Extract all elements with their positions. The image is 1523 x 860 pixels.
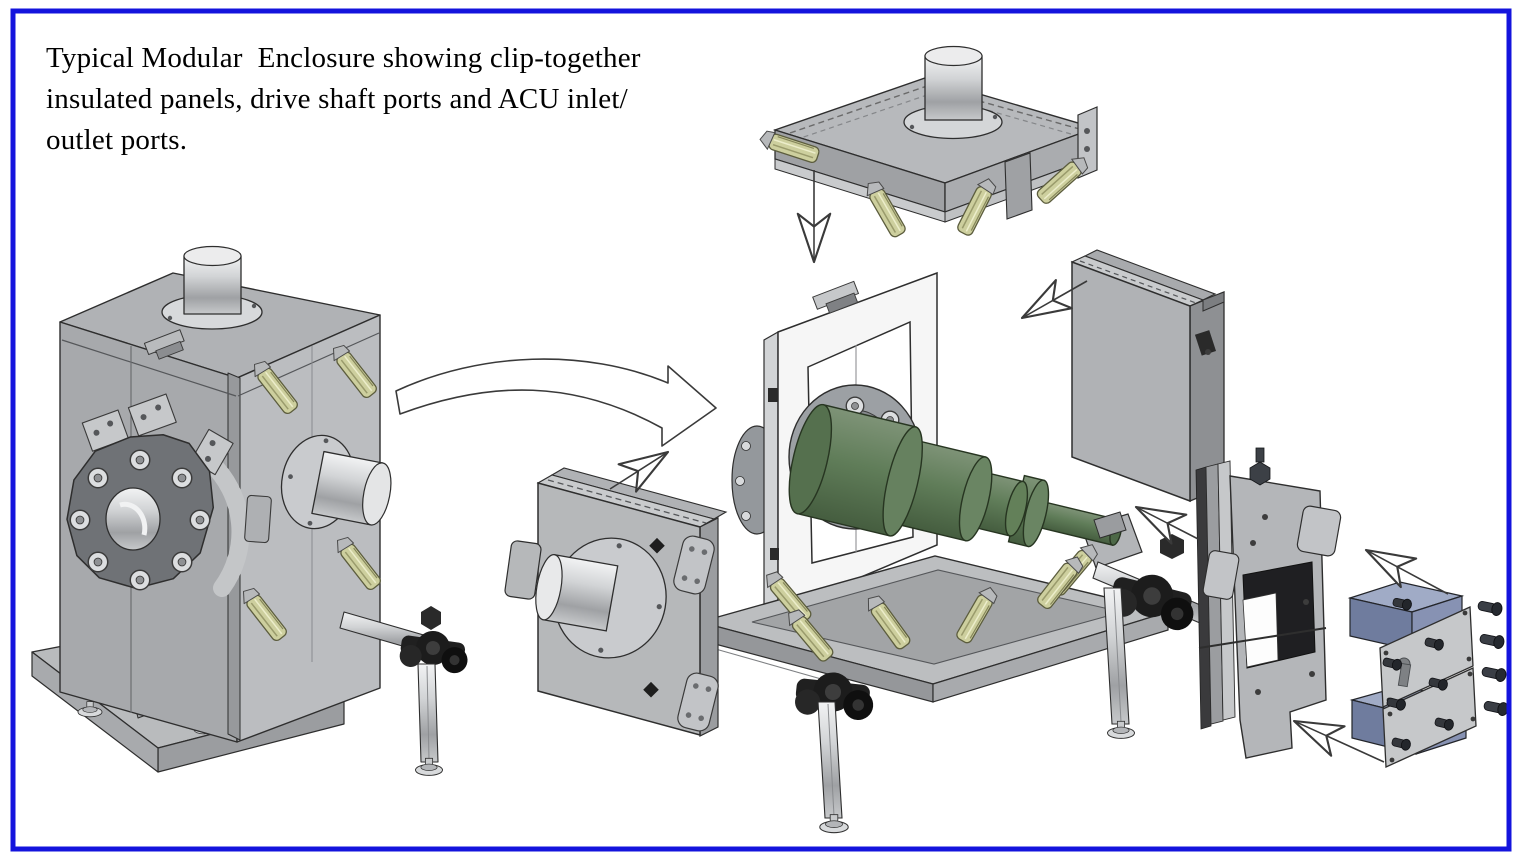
caption-line-1: Typical Modular Enclosure showing clip-t… [46,42,641,74]
rear-panel [1070,249,1225,503]
fixing-screws [1476,598,1510,717]
leveling-feet [817,587,1135,834]
caption-line-2: insulated panels, drive shaft ports and … [46,83,628,115]
acu-panel [504,467,728,737]
lid-acu-port [903,45,1003,140]
arrow-acu-panel [609,450,670,493]
shaft-port-blocks [1347,581,1510,768]
lid-seam-clip [143,329,185,360]
figure-border [10,8,1512,852]
assembly-arrow-curved [395,358,717,447]
assembled-enclosure [31,245,472,776]
arrow-rear-panel [1020,279,1088,320]
arrow-blocks-lower [1292,719,1385,763]
acu-port-cylinder [535,537,667,659]
enclosure-top-port [161,245,263,330]
enclosure-clamp-leg [339,606,472,776]
figure-caption: Typical Modular Enclosure showing clip-t… [46,38,641,161]
arrow-blocks-upper [1364,548,1449,595]
shaft-port-panel [1195,447,1342,759]
arrow-shaft-port-panel [1134,505,1203,545]
enclosure-side-port [280,434,392,530]
enclosure-front-flange [66,393,250,597]
caption-line-3: outlet ports. [46,124,188,156]
lid-panel [757,45,1098,240]
port-cover-plates [1379,606,1477,768]
exploded-assembly [697,271,1206,834]
drive-shaft [788,403,1123,548]
